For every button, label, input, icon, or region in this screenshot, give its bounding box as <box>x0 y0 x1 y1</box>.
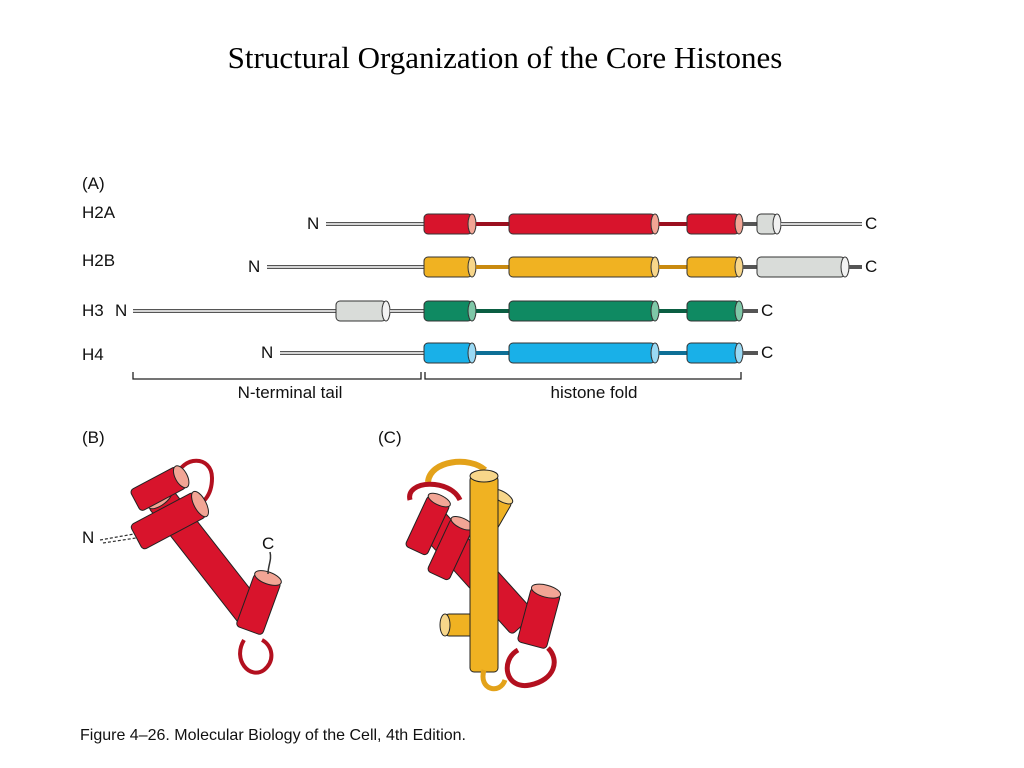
h3-extra-helix <box>335 300 387 322</box>
panel-c-red-right-helix <box>517 583 562 649</box>
h2a-helix-3 <box>686 213 740 235</box>
row-h3-label: H3 <box>82 301 104 320</box>
h2b-extra-helix <box>756 256 846 278</box>
panel-a-label: (A) <box>82 174 105 193</box>
panel-b-short-helix-mid <box>130 490 209 550</box>
h3-helix-2 <box>508 300 656 322</box>
h2b-helix-2 <box>508 256 656 278</box>
h4-helix-3 <box>686 342 740 364</box>
row-h2a-label: H2A <box>82 203 116 222</box>
panel-b-c-terminus: C <box>262 534 274 553</box>
row-h2b: H2B N C <box>82 251 877 278</box>
n-terminal-tail-bracket <box>132 372 422 380</box>
panel-a: (A) H2A N C H2B N <box>82 174 877 402</box>
panel-b-right-helix <box>236 570 282 635</box>
panel-c-red-loop-bottom <box>504 646 557 688</box>
row-h2b-label: H2B <box>82 251 115 270</box>
h2a-helix-1 <box>423 213 473 235</box>
h4-c-terminus: C <box>761 343 773 362</box>
h2b-c-terminus: C <box>865 257 877 276</box>
panel-b-c-tail <box>267 551 272 575</box>
row-h3: H3 N C <box>82 300 773 322</box>
histone-fold-bracket <box>424 372 742 380</box>
n-terminal-tail-label: N-terminal tail <box>238 383 343 402</box>
panel-b: (B) N C <box>82 428 282 675</box>
h2a-helix-2 <box>508 213 656 235</box>
panel-c-red-short-helix-2 <box>427 515 474 581</box>
panel-b-n-terminus: N <box>82 528 94 547</box>
slide-title: Structural Organization of the Core Hist… <box>227 40 783 75</box>
h4-helix-2 <box>508 342 656 364</box>
panel-c-label: (C) <box>378 428 402 447</box>
panel-c: (C) <box>378 428 562 692</box>
h3-helix-1 <box>423 300 473 322</box>
region-brackets: N-terminal tail histone fold <box>132 372 742 402</box>
h2a-n-terminus: N <box>307 214 319 233</box>
h3-n-terminus: N <box>115 301 127 320</box>
figure-caption: Figure 4–26. Molecular Biology of the Ce… <box>80 727 466 744</box>
panel-b-n-tail <box>99 533 135 541</box>
h2b-helix-3 <box>686 256 740 278</box>
h4-n-terminus: N <box>261 343 273 362</box>
panel-c-yellow-loop-bottom <box>480 669 508 692</box>
panel-b-bottom-loop <box>238 638 274 675</box>
h2a-c-terminus: C <box>865 214 877 233</box>
row-h4-label: H4 <box>82 345 104 364</box>
panel-b-short-helix-top <box>130 465 190 511</box>
panel-c-yellow-loop-top <box>425 458 488 483</box>
panel-c-yellow-long-helix <box>469 469 499 673</box>
h3-helix-3 <box>686 300 740 322</box>
panel-c-red-short-helix-1 <box>405 492 451 556</box>
panel-c-red-loop-top <box>407 481 463 502</box>
h3-c-terminus: C <box>761 301 773 320</box>
panel-b-label: (B) <box>82 428 105 447</box>
row-h2a: H2A N C <box>82 203 877 235</box>
h2b-n-terminus: N <box>248 257 260 276</box>
histone-fold-label: histone fold <box>551 383 638 402</box>
h4-helix-1 <box>423 342 473 364</box>
h2b-helix-1 <box>423 256 473 278</box>
row-h4: H4 N C <box>82 342 773 364</box>
